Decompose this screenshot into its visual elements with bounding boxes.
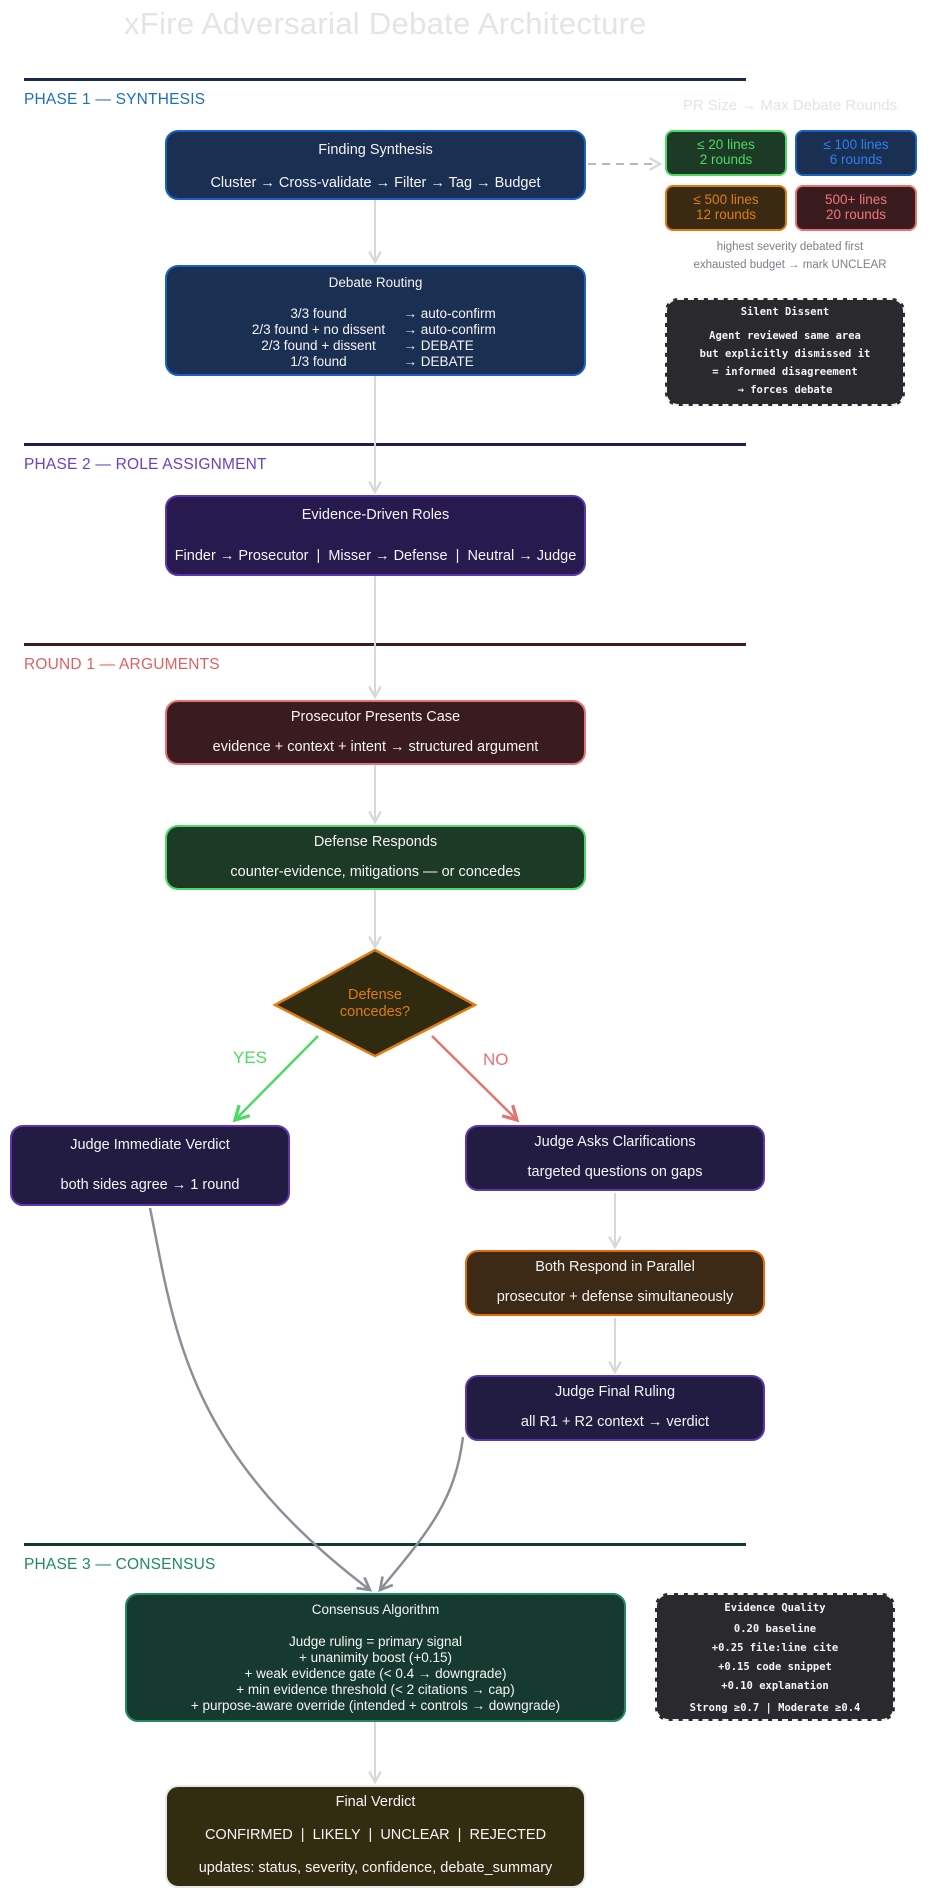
parallel-desc: prosecutor + defense simultaneously [496, 1289, 734, 1305]
verdict-options: CONFIRMED | LIKELY | UNCLEAR | REJECTED [204, 1827, 547, 1843]
routing-rule-2-condition: 2/3 found + no dissent [251, 322, 386, 337]
phase-2-divider [24, 443, 746, 446]
diagram-title: xFire Adversarial Debate Architecture [124, 6, 647, 41]
routing-rule-4-condition: 1/3 found [290, 354, 347, 369]
routing-rule-1-action: → auto-confirm [403, 306, 496, 321]
judge-clarifications-box: Judge Asks Clarifications targeted quest… [465, 1125, 765, 1191]
arrow-no-branch [431, 1035, 517, 1120]
tier-100-rounds: 6 rounds [829, 152, 883, 167]
verdict-updates: updates: status, severity, confidence, d… [198, 1860, 553, 1876]
consensus-line-4: + min evidence threshold (< 2 citations … [236, 1682, 515, 1697]
evidence-quality-title: Evidence Quality [724, 1602, 826, 1614]
evidence-quality-line-5: Strong ≥0.7 | Moderate ≥0.4 [689, 1702, 861, 1714]
round-1-divider [24, 643, 746, 646]
final-ruling-desc: all R1 + R2 context → verdict [520, 1414, 710, 1430]
consensus-line-1: Judge ruling = primary signal [289, 1634, 462, 1649]
roles-title: Evidence-Driven Roles [301, 507, 450, 523]
silent-dissent-title: Silent Dissent [740, 306, 830, 318]
pr-size-tier-500-plus: 500+ lines 20 rounds [795, 185, 917, 231]
clarify-desc: targeted questions on gaps [527, 1164, 703, 1180]
tier-500-plus-rounds: 20 rounds [825, 207, 887, 222]
decision-diamond [272, 948, 478, 1058]
consensus-title: Consensus Algorithm [311, 1602, 440, 1617]
routing-rule-1-condition: 3/3 found [290, 306, 347, 321]
judge-immediate-verdict-box: Judge Immediate Verdict both sides agree… [10, 1125, 290, 1206]
roles-mapping: Finder → Prosecutor | Misser → Defense |… [174, 548, 577, 564]
prosecutor-title: Prosecutor Presents Case [290, 709, 461, 725]
decision-line-1: Defense [347, 987, 402, 1003]
evidence-quality-line-1: 0.20 baseline [733, 1623, 817, 1635]
finding-synthesis-box: Finding Synthesis Cluster → Cross-valida… [165, 130, 586, 200]
pr-size-title: PR Size → Max Debate Rounds [682, 97, 898, 114]
debate-routing-box: Debate Routing 3/3 found → auto-confirm … [165, 265, 586, 376]
arrow-final-ruling-to-consensus [380, 1436, 465, 1590]
consensus-line-3: + weak evidence gate (< 0.4 → downgrade) [244, 1666, 507, 1681]
tier-20-size: ≤ 20 lines [697, 137, 755, 152]
tier-100-size: ≤ 100 lines [823, 137, 889, 152]
phase-1-label: PHASE 1 — SYNTHESIS [24, 91, 206, 108]
pr-size-caption-1: highest severity debated first [716, 241, 864, 253]
defense-title: Defense Responds [313, 834, 438, 850]
routing-rule-3-condition: 2/3 found + dissent [261, 338, 376, 353]
tier-500-size: ≤ 500 lines [693, 192, 759, 207]
parallel-title: Both Respond in Parallel [535, 1259, 695, 1275]
prosecutor-desc: evidence + context + intent → structured… [212, 739, 539, 755]
prosecutor-box: Prosecutor Presents Case evidence + cont… [165, 700, 586, 765]
immediate-title: Judge Immediate Verdict [70, 1137, 230, 1153]
consensus-algorithm-box: Consensus Algorithm Judge ruling = prima… [125, 1593, 626, 1722]
consensus-line-5: + purpose-aware override (intended + con… [190, 1698, 561, 1713]
decision-line-2: concedes? [339, 1004, 411, 1020]
synthesis-title: Finding Synthesis [318, 142, 433, 158]
clarify-title: Judge Asks Clarifications [534, 1134, 696, 1150]
evidence-roles-box: Evidence-Driven Roles Finder → Prosecuto… [165, 495, 586, 576]
phase-1-divider [24, 78, 746, 81]
phase-2-label: PHASE 2 — ROLE ASSIGNMENT [24, 456, 267, 473]
phase-3-divider [24, 1543, 746, 1546]
no-label: NO [483, 1050, 509, 1069]
arrow-yes-branch [235, 1035, 319, 1120]
routing-rule-4-action: → DEBATE [403, 354, 474, 369]
evidence-quality-note: Evidence Quality 0.20 baseline +0.25 fil… [655, 1593, 895, 1721]
defense-desc: counter-evidence, mitigations — or conce… [230, 864, 521, 880]
consensus-line-2: + unanimity boost (+0.15) [298, 1650, 453, 1665]
round-1-label: ROUND 1 — ARGUMENTS [24, 656, 220, 673]
decision-label: Defense concedes? [300, 987, 450, 1021]
pr-size-tier-100: ≤ 100 lines 6 rounds [795, 130, 917, 176]
defense-box: Defense Responds counter-evidence, mitig… [165, 825, 586, 890]
pr-size-caption-2: exhausted budget → mark UNCLEAR [693, 259, 887, 271]
immediate-desc: both sides agree → 1 round [60, 1177, 240, 1193]
pr-size-tier-20: ≤ 20 lines 2 rounds [665, 130, 787, 176]
routing-rule-3-action: → DEBATE [403, 338, 474, 353]
silent-dissent-line-3: = informed disagreement [712, 366, 858, 378]
verdict-title: Final Verdict [335, 1794, 416, 1810]
phase-3-label: PHASE 3 — CONSENSUS [24, 1556, 216, 1573]
pr-size-tier-500: ≤ 500 lines 12 rounds [665, 185, 787, 231]
arrow-immediate-to-consensus [148, 1207, 370, 1590]
silent-dissent-line-1: Agent reviewed same area [709, 330, 861, 342]
synthesis-pipeline: Cluster → Cross-validate → Filter → Tag … [210, 175, 541, 191]
judge-final-ruling-box: Judge Final Ruling all R1 + R2 context →… [465, 1375, 765, 1441]
parallel-response-box: Both Respond in Parallel prosecutor + de… [465, 1250, 765, 1316]
tier-500-rounds: 12 rounds [695, 207, 757, 222]
yes-label: YES [233, 1048, 268, 1067]
silent-dissent-line-2: but explicitly dismissed it [699, 348, 871, 360]
tier-500-plus-size: 500+ lines [825, 192, 887, 207]
tier-20-rounds: 2 rounds [699, 152, 753, 167]
routing-rule-2-action: → auto-confirm [403, 322, 496, 337]
evidence-quality-line-4: +0.10 explanation [721, 1680, 829, 1692]
routing-rules: 3/3 found → auto-confirm 2/3 found + no … [167, 306, 584, 370]
final-ruling-title: Judge Final Ruling [554, 1384, 676, 1400]
final-verdict-box: Final Verdict CONFIRMED | LIKELY | UNCLE… [165, 1785, 586, 1888]
routing-title: Debate Routing [328, 275, 423, 290]
evidence-quality-line-3: +0.15 code snippet [718, 1661, 832, 1673]
silent-dissent-line-4: → forces debate [737, 384, 833, 396]
evidence-quality-line-2: +0.25 file:line cite [711, 1642, 839, 1654]
silent-dissent-note: Silent Dissent Agent reviewed same area … [665, 298, 905, 406]
